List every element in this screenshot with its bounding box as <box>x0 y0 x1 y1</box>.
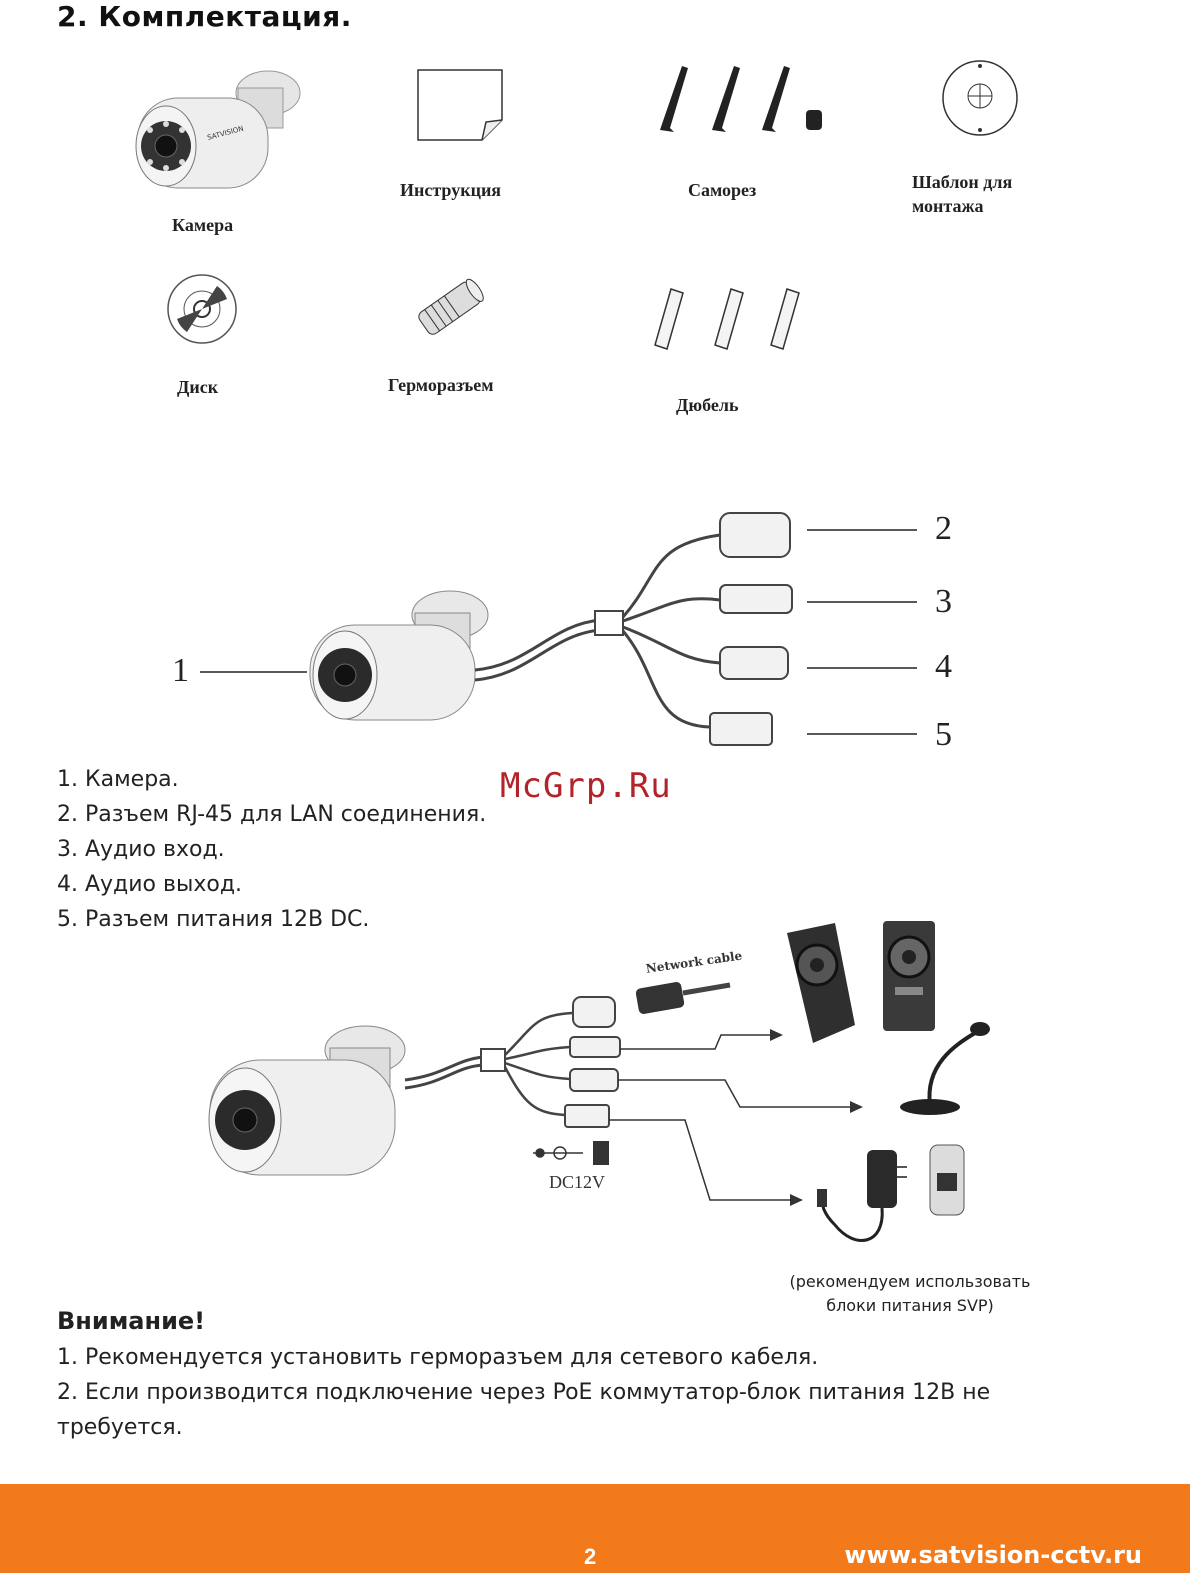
kit-label-anchors: Дюбель <box>676 395 739 415</box>
anchors-icon <box>654 288 800 350</box>
watermark: McGrp.Ru <box>500 766 672 806</box>
page-number: 2 <box>584 1544 597 1569</box>
legend-item: 5. Разъем питания 12В DC. <box>57 907 370 932</box>
legend-item: 1. Камера. <box>57 767 179 792</box>
connector-icon <box>418 278 484 335</box>
callout-1: 1 <box>172 652 189 689</box>
callout-2: 2 <box>935 510 952 547</box>
kit-label-connector: Герморазъем <box>388 375 494 395</box>
callout-lines <box>200 529 917 735</box>
callout-5: 5 <box>935 716 952 753</box>
camera-icon: SATVISION <box>135 70 301 189</box>
disc-icon <box>167 274 237 344</box>
attention-line-1: 1. Рекомендуется установить герморазъем … <box>57 1345 819 1370</box>
kit-label-disc: Диск <box>177 377 219 397</box>
legend-item: 4. Аудио выход. <box>57 872 243 897</box>
connector-legend: 1. Камера. 2. Разъем RJ-45 для LAN соеди… <box>57 762 486 937</box>
kit-label-camera: Камера <box>172 215 234 235</box>
psu-note-line-2: блоки питания SVP) <box>826 1296 994 1315</box>
legend-item: 2. Разъем RJ-45 для LAN соединения. <box>57 802 487 827</box>
attention-line-2: 2. Если производится подключение через P… <box>57 1380 991 1405</box>
kit-label-template: Шаблон для монтажа <box>912 172 1013 216</box>
kit-label-screws: Саморез <box>688 180 757 200</box>
screws-icon <box>660 66 822 132</box>
attention-title: Внимание! <box>57 1307 206 1335</box>
legend-item: 3. Аудио вход. <box>57 837 225 862</box>
website-link[interactable]: www.satvision-cctv.ru <box>844 1541 1142 1569</box>
document-icon <box>417 69 503 141</box>
template-icon <box>942 60 1018 136</box>
section-title: 2. Комплектация. <box>57 0 352 33</box>
camera-cable-diagram <box>309 512 793 746</box>
dc12v-label: DC12V <box>549 1172 606 1192</box>
psu-note-line-1: (рекомендуем использовать <box>789 1272 1031 1291</box>
callout-3: 3 <box>935 583 952 620</box>
connection-diagram <box>208 921 990 1242</box>
footer-bar <box>0 1484 1190 1573</box>
kit-label-manual: Инструкция <box>400 180 502 200</box>
callout-4: 4 <box>935 648 952 685</box>
attention-line-3: требуется. <box>57 1415 183 1440</box>
